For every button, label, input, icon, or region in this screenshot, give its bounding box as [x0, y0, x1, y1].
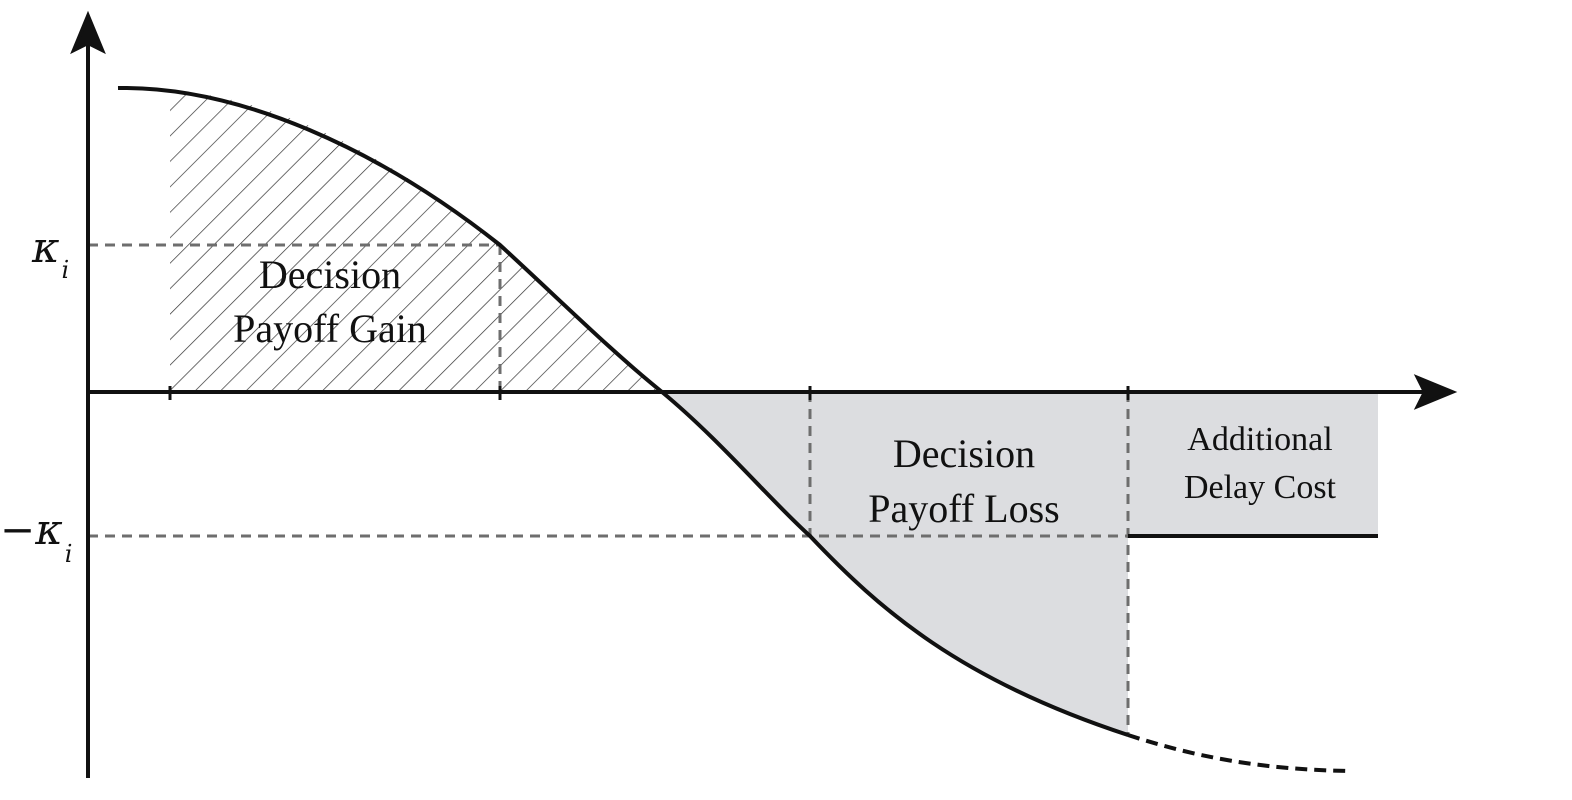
delay-label-line1: Additional	[1187, 421, 1332, 458]
loss-label-line2: Payoff Loss	[868, 486, 1059, 531]
loss-region	[662, 392, 1128, 735]
kappa-positive-label: κi	[31, 223, 69, 284]
dashed-guides	[88, 243, 1130, 736]
y-axis-arrow	[70, 10, 106, 55]
gain-label-line2: Payoff Gain	[233, 306, 427, 351]
kappa-negative-subscript: i	[65, 540, 73, 568]
delay-label-line2: Delay Cost	[1184, 469, 1337, 506]
kappa-negative-label: −κi	[0, 505, 72, 568]
gain-label-line1: Decision	[259, 252, 401, 297]
payoff-curve-extension	[1127, 733, 1353, 773]
payoff-curve	[117, 85, 1129, 737]
axes	[70, 10, 1458, 778]
loss-label-line1: Decision	[893, 431, 1035, 476]
kappa-positive-subscript: i	[62, 256, 70, 284]
x-axis-arrow	[1413, 374, 1458, 410]
gain-region	[170, 90, 662, 392]
delay-cost-region	[1128, 392, 1378, 536]
